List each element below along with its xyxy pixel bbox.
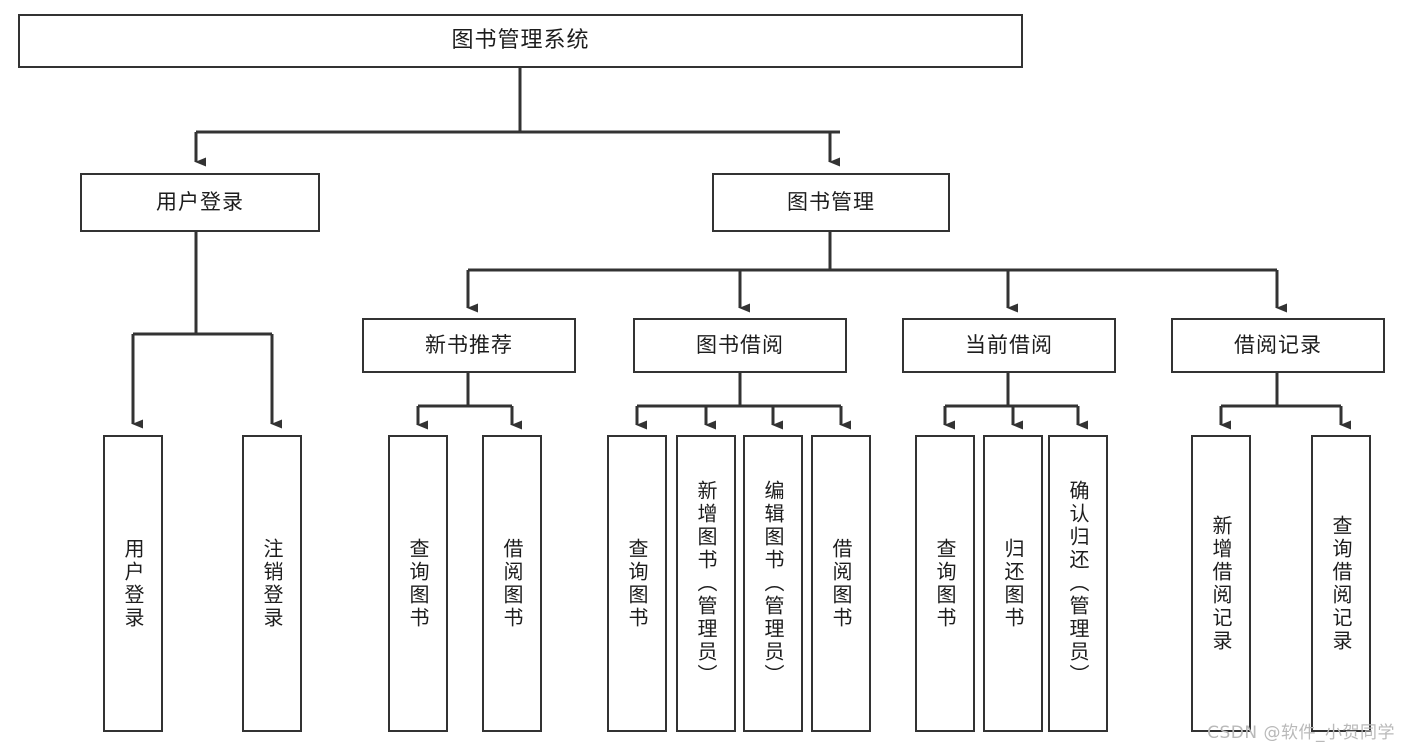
node-label: 用户登录 [156,190,244,215]
node-book-management[interactable]: 图书管理 [712,173,950,232]
node-label: 查询图书 [625,537,649,630]
node-label: 图书管理系统 [451,28,590,54]
node-borrow-record[interactable]: 借阅记录 [1171,318,1385,373]
leaf-query-borrow-record[interactable]: 查询借阅记录 [1311,435,1371,732]
node-label: 新书推荐 [425,333,513,358]
node-book-borrow[interactable]: 图书借阅 [633,318,847,373]
node-current-borrow[interactable]: 当前借阅 [902,318,1116,373]
node-label: 新增借阅记录 [1209,514,1233,653]
node-label: 确认归还（管理员） [1066,480,1090,687]
leaf-borrow-book[interactable]: 借阅图书 [811,435,871,732]
node-user-login[interactable]: 用户登录 [80,173,320,232]
node-label: 图书借阅 [696,333,784,358]
node-label: 图书管理 [787,190,875,215]
leaf-query-book-borrow[interactable]: 查询图书 [607,435,667,732]
node-label: 新增图书（管理员） [694,480,718,687]
leaf-edit-book-admin[interactable]: 编辑图书（管理员） [743,435,803,732]
node-label: 当前借阅 [965,333,1053,358]
node-label: 借阅记录 [1234,333,1322,358]
node-label: 查询图书 [406,537,430,630]
leaf-return-book[interactable]: 归还图书 [983,435,1043,732]
leaf-add-borrow-record[interactable]: 新增借阅记录 [1191,435,1251,732]
leaf-borrow-book-recommend[interactable]: 借阅图书 [482,435,542,732]
watermark: CSDN @软件_小贺同学 [1207,723,1395,743]
leaf-user-login[interactable]: 用户登录 [103,435,163,732]
node-label: 注销登录 [260,537,284,630]
node-root-system[interactable]: 图书管理系统 [18,14,1023,68]
leaf-user-logout[interactable]: 注销登录 [242,435,302,732]
node-label: 用户登录 [121,537,145,630]
node-new-book-recommend[interactable]: 新书推荐 [362,318,576,373]
node-label: 借阅图书 [829,537,853,630]
leaf-query-book-recommend[interactable]: 查询图书 [388,435,448,732]
node-label: 借阅图书 [500,537,524,630]
node-label: 编辑图书（管理员） [761,480,785,687]
leaf-query-book-current[interactable]: 查询图书 [915,435,975,732]
node-label: 归还图书 [1001,537,1025,630]
node-label: 查询借阅记录 [1329,514,1353,653]
node-label: 查询图书 [933,537,957,630]
leaf-confirm-return-admin[interactable]: 确认归还（管理员） [1048,435,1108,732]
leaf-add-book-admin[interactable]: 新增图书（管理员） [676,435,736,732]
